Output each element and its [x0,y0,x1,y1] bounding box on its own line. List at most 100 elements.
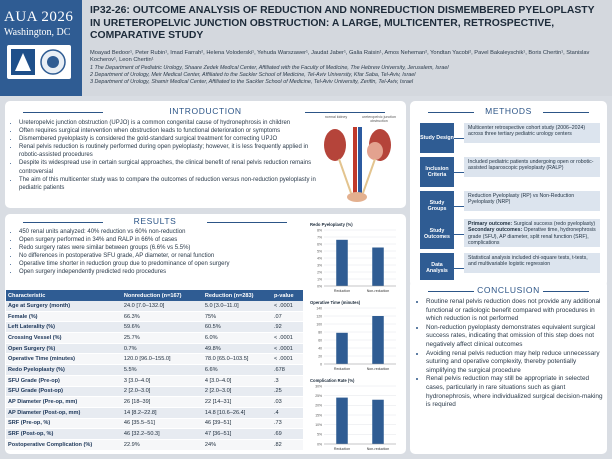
list-item: Dismembered pyeloplasty is considered th… [19,135,319,143]
y-tick-label: 20 [318,354,322,358]
secondary-outcome-text: Operative time, hydronephrosis grade (SF… [468,227,596,246]
conference-location: Washington, DC [4,27,71,38]
step-connector [454,234,464,235]
table-cell: .73 [271,418,303,430]
affiliations: 1 The Department of Pediatric Urology, S… [90,65,605,86]
list-item: Open surgery performed in 34% and RALP i… [19,236,315,244]
table-cell: SRF (Pre-op, %) [6,418,122,430]
x-tick-label: Reduction [334,289,350,293]
step-study-outcomes: Study Outcomes [420,219,454,249]
conference-name: AUA 2026 [4,9,74,25]
y-tick-label: 5% [317,433,322,437]
step-connector [454,268,464,269]
y-tick-label: 80 [318,330,322,334]
table-cell: < .0001 [271,353,303,366]
kidney-anatomy-icon [324,127,391,202]
table-cell: .92 [271,321,303,334]
list-item: No differences in postoperative SFU grad… [19,252,315,260]
y-tick-label: 40 [318,346,322,350]
conclusion-panel: CONCLUSION Routine renal pelvis reductio… [410,280,607,454]
operative-time-chart: Operative Time (minutes)0204060801001201… [310,300,396,371]
table-row: Age at Surgery (month)24.0 [7.0–132.0]5.… [6,301,303,312]
conclusion-bullets: Routine renal pelvis reduction does not … [416,298,604,410]
title-rule-right [543,291,589,292]
table-cell: 24% [202,439,272,451]
y-tick-label: 3% [317,263,322,267]
table-cell: 78.0 [65.0–103.5] [202,353,272,366]
table-cell: AP Diameter (Pre-op, mm) [6,396,122,408]
list-item: Open surgery independently predicted red… [19,268,315,276]
table-cell: 26 [18–39] [121,396,203,408]
author-list: Moayad Bedoor¹, Peter Rubin¹, Imad Farra… [90,50,590,63]
bar-reduction [336,332,348,364]
column-header: p-value [271,290,303,301]
figure-label-normal: normal kidney [324,115,348,119]
table-cell: 47 [36–51] [202,428,272,440]
table-cell: 24.0 [7.0–132.0] [121,301,203,312]
table-cell: 66.3% [121,311,203,323]
table-cell: Operative Time (minutes) [6,353,122,366]
primary-outcome-text: Surgical success (redo pyeloplasty) [513,221,596,227]
list-item: Operative time shorter in reduction grou… [19,260,315,268]
title-rule-left [428,112,474,113]
list-item: Avoiding renal pelvis reduction may help… [426,350,604,376]
table-cell: .3 [271,375,303,387]
table-cell: 22 [14–31] [202,396,272,408]
table-row: Postoperative Complication (%)22.9%24%.8… [6,439,303,451]
x-tick-label: Non-reduction [367,447,390,451]
introduction-bullets: Ureteropelvic junction obstruction (UPJO… [9,119,319,192]
table-header-row: Characteristic Nonreduction (n=167) Redu… [6,290,303,301]
table-cell: .07 [271,311,303,323]
table-cell: .4 [271,407,303,419]
step-study-design: Study Design [420,123,454,153]
list-item: The aim of this multicenter study was to… [19,176,319,192]
methods-title: METHODS [485,106,532,116]
y-tick-label: 100 [316,322,322,326]
y-tick-label: 1% [317,277,322,281]
y-tick-label: 0 [320,362,322,366]
table-cell: 59.6% [121,321,203,334]
table-row: Crossing Vessel (%)25.7%6.0%< .0001 [6,332,303,344]
bar-reduction [336,239,348,286]
table-cell: 4 [3.0–4.0] [202,375,272,387]
x-tick-label: Reduction [334,447,350,451]
table-row: SRF (Pre-op, %)46 [35.5–51]46 [39–51].73 [6,418,303,430]
poster-header [0,0,612,96]
y-tick-label: 25% [315,394,322,398]
step-text-groups: Reduction Pyeloplasty (RP) vs Non-Reduct… [464,191,600,211]
list-item: Despite its widespread use in certain su… [19,159,319,175]
step-connector [454,138,464,139]
table-cell: 25.7% [121,332,203,344]
bullet-text: Reduction Pyeloplasty (RP) vs Non-Reduct… [468,193,575,206]
affiliation-2: 2 Department of Urology, Meir Medical Ce… [90,71,416,78]
table-row: Operative Time (minutes)120.0 [96.0–155.… [6,353,303,366]
table-cell: 3 [3.0–4.0] [121,375,203,387]
table-row: SFU Grade (Pre-op)3 [3.0–4.0]4 [3.0–4.0]… [6,375,303,387]
bar-reduction [336,397,348,444]
step-text-study-design: Multicenter retrospective cohort study (… [464,123,600,143]
y-tick-label: 0% [317,442,322,446]
table-cell: 2 [2.0–3.0] [202,386,272,398]
table-cell: 22.9% [121,439,203,451]
table-cell: < .0001 [271,301,303,312]
table-row: Redo Pyeloplasty (%)5.5%6.6%.678 [6,364,303,376]
affiliation-3: 3 Department of Urology, Shamir Medical … [90,78,414,85]
y-tick-label: 15% [315,413,322,417]
bar-non-reduction [372,316,384,364]
figure-label-upjo: ureteropelvic junction obstruction [362,115,396,123]
y-tick-label: 5% [317,249,322,253]
step-connector [454,206,464,207]
title-rule-right [305,112,385,113]
table-row: Left Laterality (%)59.6%60.5%.92 [6,321,303,334]
table-cell: 0.7% [121,343,203,355]
introduction-panel: INTRODUCTION Ureteropelvic junction obst… [5,101,406,208]
bar-non-reduction [372,399,384,444]
table-cell: 6.6% [202,364,272,376]
table-row: SFU Grade (Post-op)2 [2.0–3.0]2 [2.0–3.0… [6,386,303,398]
bullet-text: Statistical analysis included chi-square… [468,255,588,268]
kidney-illustration: normal kidney ureteropelvic junction obs… [315,115,400,205]
title-rule-left [23,222,103,223]
y-tick-label: 6% [317,242,322,246]
y-tick-label: 20% [315,404,322,408]
table-cell: .69 [271,428,303,440]
